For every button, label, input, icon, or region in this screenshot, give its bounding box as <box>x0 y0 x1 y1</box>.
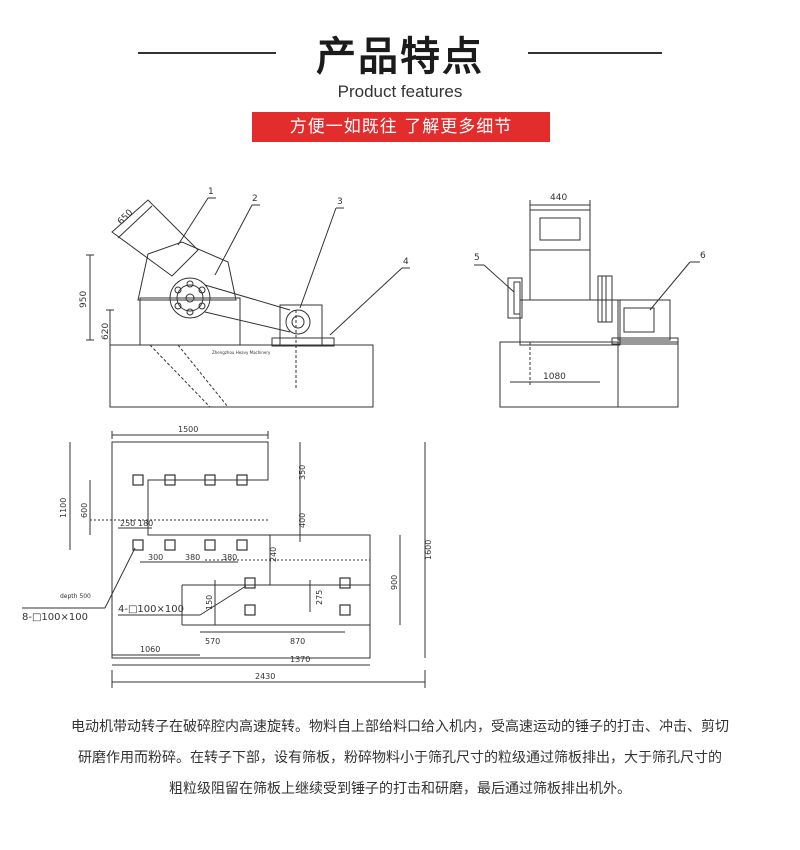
technical-drawing: 1 2 3 4 950 650 620 Zhengzhou Heavy Mach… <box>0 150 800 704</box>
dim-400: 400 <box>298 513 307 528</box>
page-subtitle: Product features <box>337 82 463 101</box>
dim-1600: 1600 <box>424 540 433 560</box>
info-banner: 方便一如既往 了解更多细节 <box>252 112 550 142</box>
side-foundation <box>109 344 374 408</box>
product-description: 电动机带动转子在破碎腔内高速旋转。物料自上部给料口给入机内，受高速运动的锤子的打… <box>40 712 760 805</box>
side-view <box>86 197 410 408</box>
front-pulley <box>597 275 613 323</box>
label-4-holes: 4-□100×100 <box>118 604 184 615</box>
dim-1060: 1060 <box>140 645 160 654</box>
callout-1: 1 <box>208 187 214 197</box>
dim-950: 950 <box>79 291 89 308</box>
dim-380a: 380 <box>185 553 200 562</box>
callout-2: 2 <box>252 194 258 204</box>
dim-1500: 1500 <box>178 425 198 434</box>
dim-600: 600 <box>80 503 89 518</box>
foundation-plan <box>22 431 426 688</box>
dim-570: 570 <box>205 637 220 646</box>
description-line-2: 研磨作用而粉碎。在转子下部，设有筛板，粉碎物料小于筛孔尺寸的粒级通过筛板排出，大… <box>78 750 722 766</box>
page-title: 产品特点 <box>316 34 484 80</box>
front-upper-housing <box>529 209 591 301</box>
front-flywheel <box>507 277 523 319</box>
dim-240: 240 <box>269 547 278 562</box>
front-foundation <box>499 341 679 408</box>
dim-1370: 1370 <box>290 655 310 664</box>
header: 产品特点 Product features 方便一如既往 了解更多细节 <box>0 0 800 150</box>
front-motor <box>617 299 671 341</box>
dim-900: 900 <box>390 575 399 590</box>
nameplate-text: Zhengzhou Heavy Machinery <box>212 350 271 355</box>
crusher-body <box>137 241 237 301</box>
bolt-holes-4 <box>244 577 351 616</box>
dim-2430: 2430 <box>255 672 275 681</box>
description-line-3: 粗粒级阻留在筛板上继续受到锤子的打击和研磨，最后通过筛板排出机外。 <box>169 781 631 797</box>
bolt-holes-8 <box>132 474 248 551</box>
side-base <box>139 297 241 346</box>
dim-870: 870 <box>290 637 305 646</box>
callout-5: 5 <box>474 253 480 263</box>
callout-3: 3 <box>337 197 343 207</box>
foundation-plan-labels: 1500 350 1100 600 400 250 180 300 380 38… <box>22 425 433 681</box>
dim-1080: 1080 <box>543 372 566 382</box>
rotor <box>169 277 211 319</box>
title-rule-left <box>138 52 276 54</box>
dim-350: 350 <box>298 465 307 480</box>
dim-380b: 380 <box>222 553 237 562</box>
dim-300: 300 <box>148 553 163 562</box>
dim-440: 440 <box>550 193 567 203</box>
side-view-labels: 1 2 3 4 950 650 620 Zhengzhou Heavy Mach… <box>79 187 409 355</box>
front-view-labels: 440 1080 5 6 <box>474 193 706 382</box>
title-rule-right <box>528 52 662 54</box>
description-line-1: 电动机带动转子在破碎腔内高速旋转。物料自上部给料口给入机内，受高速运动的锤子的打… <box>71 719 729 735</box>
dim-250: 250 <box>120 519 135 528</box>
front-view <box>474 200 700 408</box>
callout-6: 6 <box>700 251 706 261</box>
dim-1100: 1100 <box>59 498 68 518</box>
dim-180: 180 <box>138 519 153 528</box>
dim-620: 620 <box>101 323 111 340</box>
label-8-holes: 8-□100×100 <box>22 612 88 623</box>
callout-4: 4 <box>403 257 409 267</box>
dim-275: 275 <box>315 590 324 605</box>
feed-hopper <box>111 199 199 277</box>
dim-150: 150 <box>205 595 214 610</box>
depth-note: depth 500 <box>60 593 91 600</box>
